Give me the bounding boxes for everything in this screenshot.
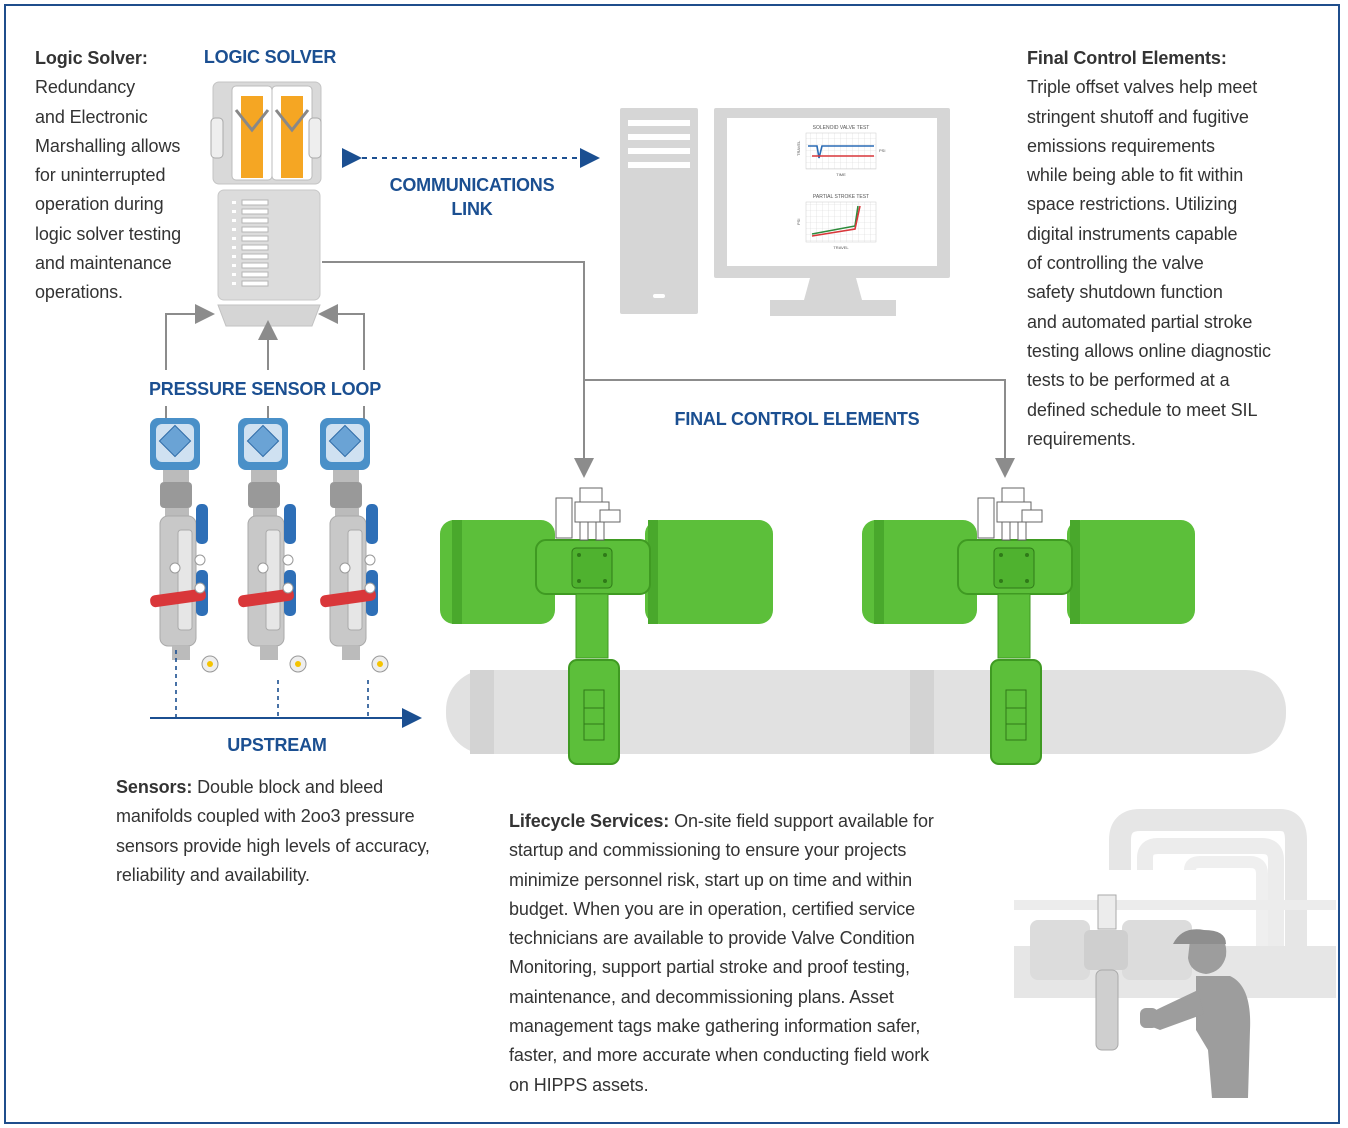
chart2-title: PARTIAL STROKE TEST (813, 194, 869, 200)
text-line: Monitoring, support partial stroke and p… (509, 957, 910, 978)
text-line: for uninterrupted (35, 165, 166, 186)
logic-to-valve-connectors (322, 261, 1015, 478)
pressure-sensor-loop-label: PRESSURE SENSOR LOOP (148, 379, 382, 399)
chart1-xlabel: TIME (836, 172, 846, 177)
text-line: on HIPPS assets. (509, 1074, 649, 1095)
text-line: technicians are available to provide Val… (509, 928, 915, 949)
lifecycle-heading: Lifecycle Services: (509, 811, 670, 831)
text-line: startup and commissioning to ensure your… (509, 840, 907, 861)
text-line: emissions requirements (1027, 135, 1215, 156)
text-line: Triple offset valves help meet (1027, 77, 1258, 98)
text-line: defined schedule to meet SIL (1027, 399, 1258, 420)
pressure-transmitter (150, 418, 219, 673)
text-line: operation during (35, 194, 164, 215)
text-line: safety shutdown function (1027, 282, 1223, 303)
logic-solver-heading: Logic Solver: (35, 48, 148, 68)
text-line: reliability and availability. (116, 864, 310, 885)
text-line: maintenance, and decommissioning plans. … (509, 986, 894, 1007)
text-line: budget. When you are in operation, certi… (509, 898, 916, 919)
text-line: while being able to fit within (1027, 165, 1244, 186)
text-line: testing allows online diagnostic (1027, 340, 1271, 361)
communications-link-line1: COMMUNICATIONS (389, 175, 555, 195)
triple-offset-valve (440, 487, 773, 765)
logic-solver-cabinet (210, 81, 322, 327)
final-control-elements-label: FINAL CONTROL ELEMENTS (674, 409, 920, 429)
text-line: Redundancy (35, 77, 136, 98)
final-control-elements-description: Final Control Elements: Triple offset va… (1027, 44, 1327, 454)
diagram-frame (4, 4, 1340, 1124)
text-line: tests to be performed at a (1027, 370, 1230, 391)
text-line: and automated partial stroke (1027, 311, 1253, 332)
chart2-xlabel: TRAVEL (833, 245, 849, 250)
text-line: and maintenance (35, 253, 172, 274)
logic-solver-description: Logic Solver: Redundancy and Electronic … (35, 44, 215, 308)
partial-stroke-chart (805, 201, 877, 243)
text-line: operations. (35, 282, 123, 303)
text-line: Marshalling allows (35, 135, 181, 156)
lifecycle-services-description: Lifecycle Services: On-site field suppor… (509, 807, 1004, 1100)
final-control-heading: Final Control Elements: (1027, 48, 1227, 68)
communications-link-line2: LINK (451, 199, 493, 219)
technician-scene (1014, 809, 1336, 1098)
text-line: sensors provide high levels of accuracy, (116, 835, 430, 856)
text-line: On-site field support available for (669, 811, 934, 831)
text-line: manifolds coupled with 2oo3 pressure (116, 806, 415, 827)
text-line: requirements. (1027, 428, 1136, 449)
text-line: minimize personnel risk, start up on tim… (509, 869, 912, 890)
text-line: faster, and more accurate when conductin… (509, 1045, 930, 1066)
sensors-heading: Sensors: (116, 777, 193, 797)
solenoid-valve-chart (805, 132, 877, 170)
text-line: and Electronic (35, 106, 148, 127)
pressure-transmitter (236, 417, 307, 673)
text-line: Double block and bleed (192, 777, 384, 797)
computer-tower (620, 108, 698, 314)
text-line: space restrictions. Utilizing (1027, 194, 1238, 215)
chart1-title: SOLENOID VALVE TEST (813, 125, 870, 131)
pressure-transmitter (318, 417, 389, 673)
logic-solver-label: LOGIC SOLVER (203, 47, 337, 67)
text-line: logic solver testing (35, 223, 182, 244)
text-line: management tags make gathering informati… (509, 1016, 921, 1037)
sensors-description: Sensors: Double block and bleed manifold… (116, 773, 486, 890)
text-line: of controlling the valve (1027, 253, 1204, 274)
chart1-side-label: PSI (879, 148, 885, 153)
text-line: stringent shutoff and fugitive (1027, 106, 1249, 127)
text-line: digital instruments capable (1027, 223, 1238, 244)
chart1-ylabel: TRAVEL (796, 140, 801, 156)
upstream-label: UPSTREAM (227, 735, 327, 755)
sensor-to-logic-arrows (165, 304, 365, 424)
chart2-ylabel: PSI (796, 219, 801, 225)
computer-monitor (714, 108, 950, 316)
upstream-flow (150, 650, 422, 728)
pipeline (446, 670, 1286, 754)
communications-link-label: COMMUNICATIONS LINK (360, 173, 584, 221)
